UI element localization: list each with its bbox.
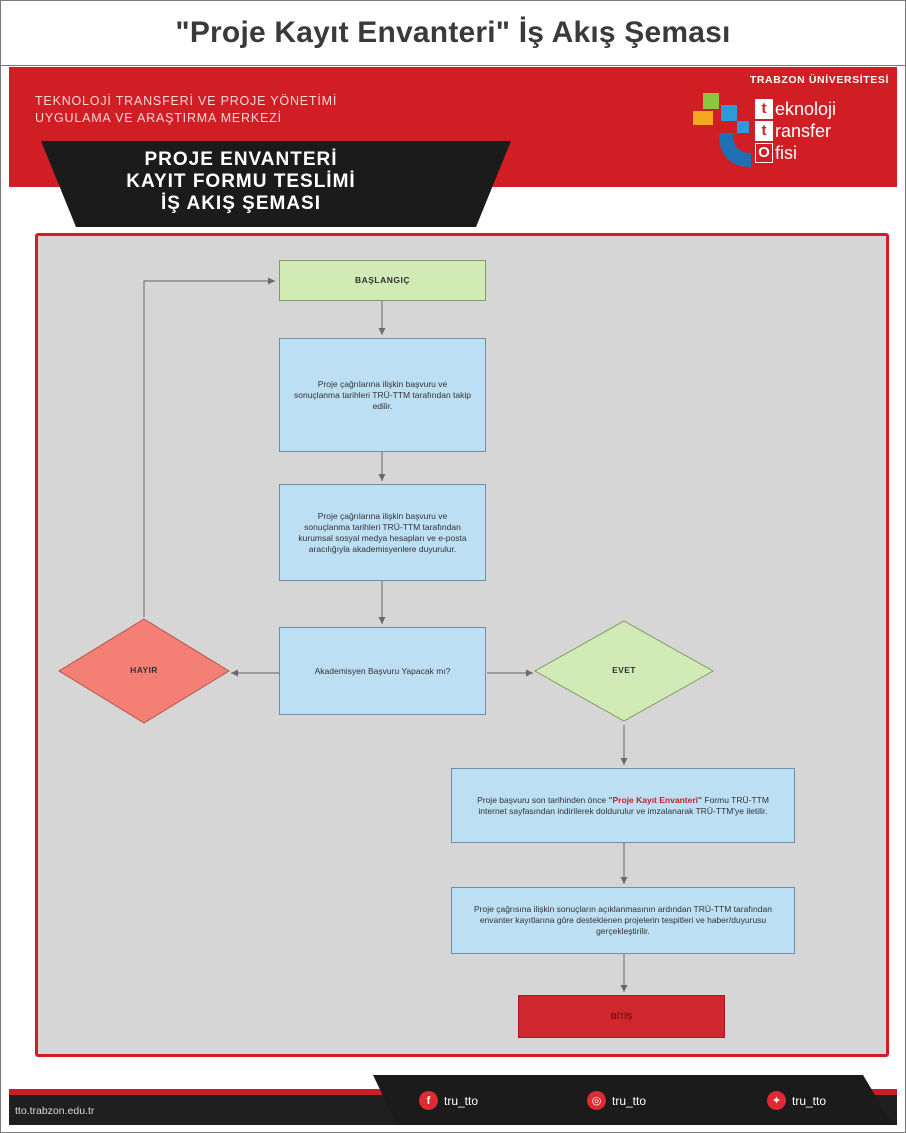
facebook-icon: f: [419, 1091, 438, 1110]
page-title: "Proje Kayıt Envanteri" İş Akış Şeması: [1, 1, 905, 66]
logo-word-3: fisi: [775, 142, 797, 163]
facebook-link[interactable]: f tru_tto: [419, 1091, 478, 1110]
footer-social-band: [373, 1075, 893, 1125]
step-track-deadlines: Proje çağrılarına ilişkin başvuru ve son…: [279, 338, 486, 452]
end-node: BİTİŞ: [518, 995, 725, 1038]
arrow-no-loop: [143, 277, 275, 617]
tto-logo-icon: [693, 93, 751, 167]
decision-box-will-apply: Akademisyen Başvuru Yapacak mı?: [279, 627, 486, 715]
organization-name: TEKNOLOJİ TRANSFERİ VE PROJE YÖNETİMİ UY…: [35, 94, 338, 125]
banner-shape: [41, 141, 511, 227]
logo-letter-t1: t: [755, 99, 773, 119]
no-label: HAYIR: [130, 665, 158, 675]
step3-text-after: Formu TRÜ-TTM internet sayfasından indir…: [478, 794, 769, 816]
logo-line-ofisi: O fisi: [755, 143, 797, 163]
logo-word-1: eknoloji: [775, 98, 837, 119]
twitter-link[interactable]: ✦ tru_tto: [767, 1091, 826, 1110]
university-name: TRABZON ÜNİVERSİTESİ: [749, 74, 889, 86]
decision-yes-diamond: [533, 620, 715, 722]
logo-line-teknoloji: t eknoloji: [755, 99, 836, 119]
instagram-link[interactable]: ◎ tru_tto: [587, 1091, 646, 1110]
facebook-handle: tru_tto: [444, 1093, 479, 1108]
logo-letter-t2: t: [755, 121, 773, 141]
twitter-handle: tru_tto: [792, 1093, 827, 1108]
instagram-icon: ◎: [587, 1091, 606, 1110]
logo-letter-o: O: [755, 143, 773, 163]
step-announce-calls: Proje çağrılarına ilişkin başvuru ve son…: [279, 484, 486, 581]
yes-label: EVET: [612, 665, 636, 675]
step-identify-supported-projects: Proje çağrısına ilişkin sonuçların açıkl…: [451, 887, 795, 954]
step3-text: Proje başvuru son tarihinden önce "Proje…: [466, 795, 780, 817]
instagram-handle: tru_tto: [612, 1093, 647, 1108]
start-node: BAŞLANGIÇ: [279, 260, 486, 301]
website-link[interactable]: tto.trabzon.edu.tr: [15, 1105, 95, 1117]
banner-heading: PROJE ENVANTERİ KAYIT FORMU TESLİMİ İŞ A…: [126, 149, 356, 214]
logo-line-transfer: t ransfer: [755, 121, 831, 141]
twitter-icon: ✦: [767, 1091, 786, 1110]
step3-text-before: Proje başvuru son tarihinden önce: [477, 794, 609, 805]
logo-word-2: ransfer: [775, 120, 832, 141]
decision-no-diamond: [58, 618, 230, 724]
step3-form-name: "Proje Kayıt Envanteri": [608, 794, 703, 805]
step-submit-inventory-form: Proje başvuru son tarihinden önce "Proje…: [451, 768, 795, 843]
